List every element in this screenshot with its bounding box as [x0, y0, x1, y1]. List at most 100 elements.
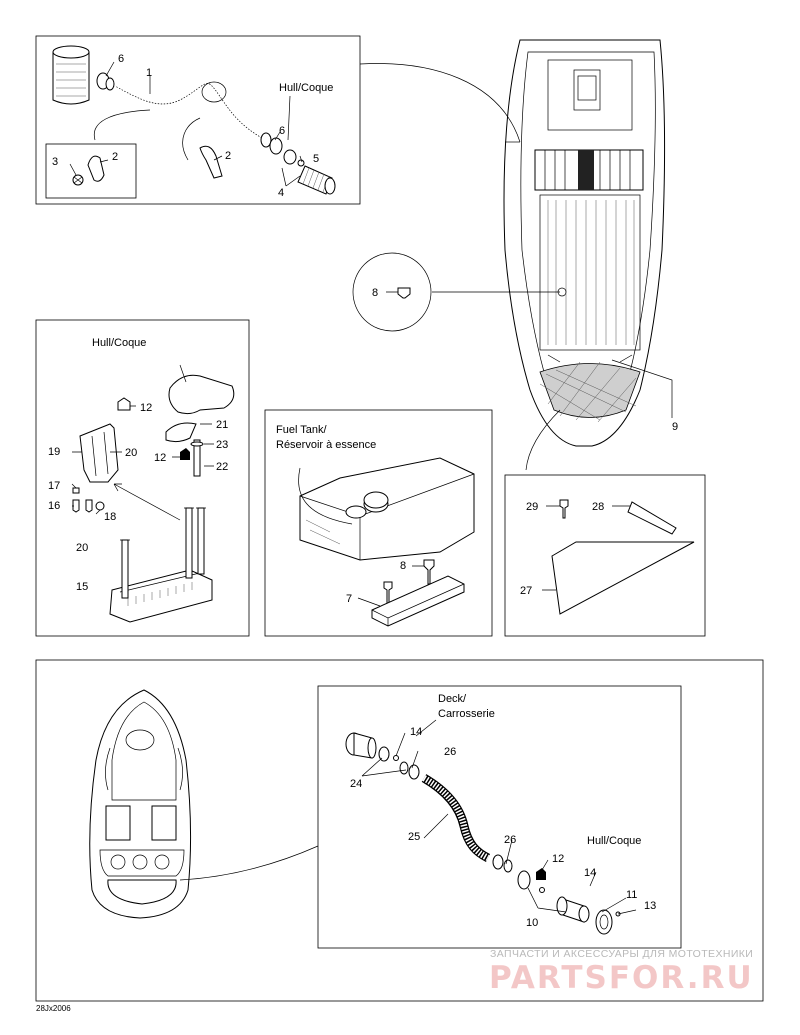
callout-19: 19	[48, 446, 60, 458]
callout-12: 12	[154, 452, 166, 464]
callout-3: 3	[52, 156, 58, 168]
callout-2: 2	[225, 150, 231, 162]
watermark-brand: PARTSFOR.RU	[489, 960, 754, 996]
deck-top-view	[89, 689, 192, 919]
tie-wrap-icon	[199, 145, 223, 179]
corrugated-hose-inner	[113, 81, 264, 140]
hull-section	[168, 374, 235, 415]
callout-13: 13	[644, 900, 656, 912]
callout-17: 17	[48, 480, 60, 492]
clamp-arrow-a	[93, 109, 151, 141]
fuel-tank-label-fr: Réservoir à essence	[276, 439, 376, 451]
hull-fitting-tube	[297, 165, 336, 195]
hull-vent-fitting	[492, 854, 621, 935]
callout-10: 10	[526, 917, 538, 929]
callout-6: 6	[279, 125, 285, 137]
leaders-vent	[361, 719, 637, 915]
callout-20: 20	[125, 447, 137, 459]
figure-code: 28Jx2006	[36, 1004, 71, 1013]
leaders-bracket	[71, 364, 214, 515]
hose-fitting-right	[260, 132, 305, 167]
callout-26: 26	[444, 746, 456, 758]
stud-22	[193, 439, 201, 477]
screw-8b-icon	[383, 581, 393, 605]
fuel-tank	[299, 457, 475, 561]
strip-28	[627, 501, 677, 535]
stern-grip-pad	[539, 363, 641, 418]
callout-24: 24	[350, 778, 362, 790]
fuel-tank-label: Fuel Tank/	[276, 424, 327, 436]
screw-zoom-circle	[352, 252, 432, 332]
panel-clip-detail	[45, 143, 137, 199]
washer-23	[190, 441, 204, 447]
hose-fitting-left	[96, 72, 115, 91]
callout-1: 1	[146, 67, 152, 79]
callout-25: 25	[408, 831, 420, 843]
nut-12-top	[117, 397, 131, 411]
callout-22: 22	[216, 461, 228, 473]
callout-26: 26	[504, 834, 516, 846]
callout-29: 29	[526, 501, 538, 513]
deck-label-fr: Carrosserie	[438, 708, 495, 720]
assembly-arrow	[113, 483, 181, 521]
hull-coque-label-mid: Hull/Coque	[92, 337, 146, 349]
callout-16: 16	[48, 500, 60, 512]
support-block-7	[371, 575, 465, 627]
screw-icon	[397, 287, 411, 299]
hull-top-view	[503, 39, 666, 447]
leader-9	[611, 359, 673, 418]
mat-27	[551, 541, 695, 615]
screws-16-17-18	[72, 487, 105, 513]
leader-lines-top	[69, 61, 303, 187]
callout-21: 21	[216, 419, 228, 431]
callout-6: 6	[118, 53, 124, 65]
leader-hose-to-hull	[359, 63, 521, 143]
deck-vent-fitting	[345, 732, 420, 780]
callout-27: 27	[520, 585, 532, 597]
callout-4: 4	[278, 187, 284, 199]
panel-hose-detail	[35, 35, 361, 205]
clamp-arrow-b	[182, 117, 201, 161]
callout-11: 11	[626, 889, 637, 901]
callout-18: 18	[104, 511, 116, 523]
panel-vent-hose-detail	[317, 685, 682, 949]
panel-fuel-tank-detail	[264, 409, 493, 637]
callout-14: 14	[410, 726, 422, 738]
callout-23: 23	[216, 439, 228, 451]
rubber-pad-21	[165, 422, 197, 443]
hull-coque-label: Hull/Coque	[279, 82, 333, 94]
leader-fuel-tank	[298, 467, 353, 525]
watermark-tagline: ЗАПЧАСТИ И АКСЕССУАРЫ ДЛЯ МОТОТЕХНИКИ	[490, 948, 753, 960]
panel-trim-detail	[504, 474, 706, 637]
clip-detail-parts	[72, 155, 105, 186]
bracket-19	[79, 423, 119, 483]
callout-15: 15	[76, 581, 88, 593]
battery-block	[578, 150, 594, 190]
vent-hose-25-inner	[422, 775, 490, 861]
filter-canister	[52, 45, 90, 105]
leader-deck-to-detail	[179, 845, 319, 881]
callout-8: 8	[372, 287, 378, 299]
callout-2: 2	[112, 151, 118, 163]
hose-coil	[201, 81, 227, 103]
callout-14: 14	[584, 867, 596, 879]
vent-hose-25	[421, 774, 491, 863]
screw-29-icon	[559, 499, 569, 519]
screw-8-icon	[423, 559, 435, 585]
callout-28: 28	[592, 501, 604, 513]
leaders-trim	[542, 505, 630, 591]
callout-5: 5	[313, 153, 319, 165]
callout-12: 12	[552, 853, 564, 865]
callout-9: 9	[672, 421, 678, 433]
panel-bottom-assembly	[35, 659, 764, 1002]
deck-label: Deck/	[438, 693, 467, 705]
panel-bracket-detail	[35, 319, 250, 637]
callout-7: 7	[346, 593, 352, 605]
footrest-15	[109, 507, 213, 623]
hull-coque-label-bottom: Hull/Coque	[587, 835, 641, 847]
callout-8: 8	[400, 560, 406, 572]
leader-pad-to-trim	[525, 409, 561, 471]
callout-12: 12	[140, 402, 152, 414]
leaders-fuel	[357, 565, 424, 607]
